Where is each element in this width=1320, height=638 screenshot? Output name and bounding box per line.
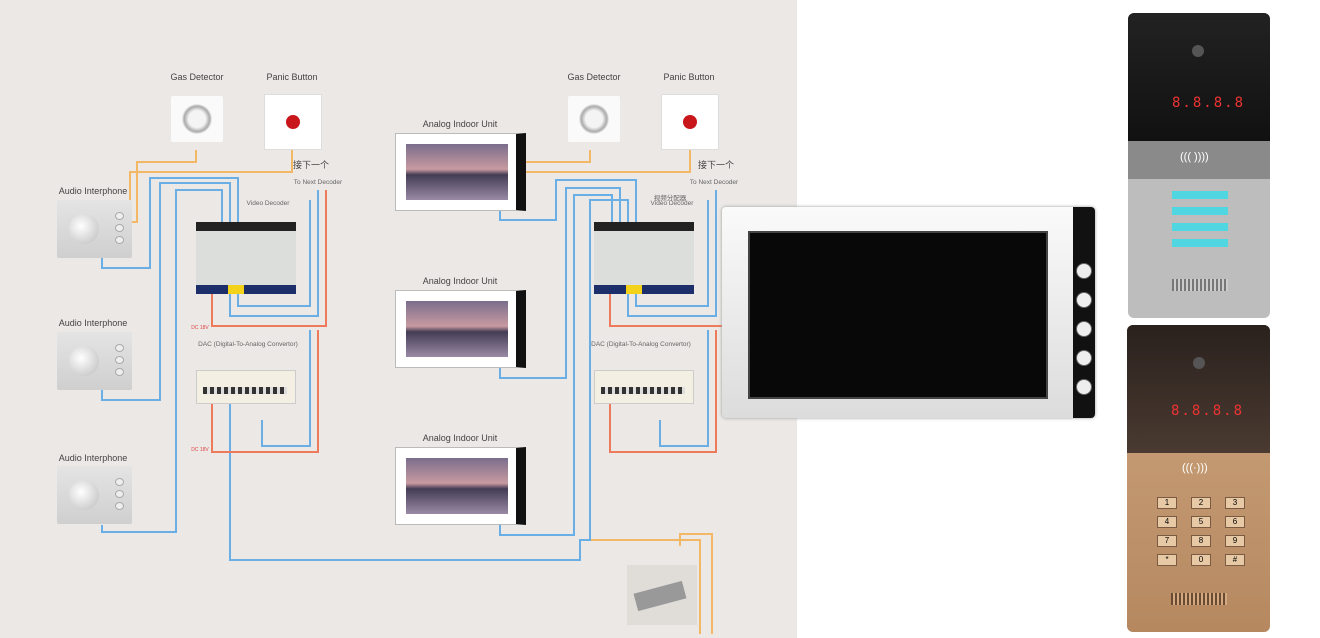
door-station-bronze: 8.8.8.8 (((·))) 1 2 3 4 5 6 7 8 9 * 0 # [1127,325,1270,632]
panic-button-label: Panic Button [663,72,715,82]
keypad-key[interactable]: 7 [1157,535,1177,547]
panic-button [264,94,322,150]
indoor-monitor [722,207,1095,418]
keypad-key[interactable]: 9 [1225,535,1245,547]
video-decoder-label: Video Decoder [246,200,290,207]
audio-interphone [57,332,132,390]
indoor-unit-label: Analog Indoor Unit [422,119,498,129]
keypad[interactable] [1172,191,1228,249]
next-decoder-cn-label: 接下一个 [697,160,735,170]
analog-indoor-unit [395,447,526,525]
audio-interphone-label: Audio Interphone [58,318,128,328]
gas-detector-label: Gas Detector [170,72,224,82]
video-decoder [196,222,296,294]
audio-interphone [57,466,132,524]
door-station-silver: 8.8.8.8 ((( )))) [1128,13,1270,318]
next-decoder-label: To Next Decoder [689,179,739,186]
indoor-unit-label: Analog Indoor Unit [422,433,498,443]
dac-converter [196,370,296,404]
panic-button [661,94,719,150]
panic-button-label: Panic Button [266,72,318,82]
power-supply [627,565,697,625]
rfid-icon: (((·))) [1182,462,1208,474]
dac-label: DAC (Digital-To-Analog Convertor) [198,341,298,348]
keypad-key[interactable]: 3 [1225,497,1245,509]
audio-interphone [57,200,132,258]
keypad-key[interactable]: * [1157,554,1177,566]
video-decoder-label: Video Decoder [650,200,694,207]
monitor-button[interactable] [1076,379,1092,395]
door-display: 8.8.8.8 [1172,95,1246,111]
rfid-icon: ((( )))) [1180,151,1209,163]
monitor-button[interactable] [1076,263,1092,279]
monitor-button[interactable] [1076,350,1092,366]
indoor-unit-label: Analog Indoor Unit [422,276,498,286]
door-display: 8.8.8.8 [1171,403,1245,419]
video-decoder-cn-label: 视频分配器 [653,195,687,202]
gas-detector [171,96,223,142]
power-label: DC 18V [191,325,209,331]
monitor-button[interactable] [1076,292,1092,308]
gas-detector-label: Gas Detector [567,72,621,82]
audio-interphone-label: Audio Interphone [58,186,128,196]
keypad-key[interactable]: 5 [1191,516,1211,528]
next-decoder-label: To Next Decoder [293,179,343,186]
audio-interphone-label: Audio Interphone [58,453,128,463]
keypad-key[interactable]: 0 [1191,554,1211,566]
video-decoder [594,222,694,294]
power-label: DC 18V [191,447,209,453]
wiring [101,145,722,634]
speaker-grille [1172,279,1228,291]
keypad-key[interactable]: # [1225,554,1245,566]
dac-converter [594,370,694,404]
gas-detector [568,96,620,142]
keypad-key[interactable]: 2 [1191,497,1211,509]
monitor-button[interactable] [1076,321,1092,337]
analog-indoor-unit [395,290,526,368]
monitor-screen [748,231,1048,399]
keypad-key[interactable]: 4 [1157,516,1177,528]
keypad-key[interactable]: 8 [1191,535,1211,547]
next-decoder-cn-label: 接下一个 [292,160,330,170]
dac-label: DAC (Digital-To-Analog Convertor) [591,341,691,348]
keypad-key[interactable]: 1 [1157,497,1177,509]
speaker-grille [1171,593,1227,605]
keypad-key[interactable]: 6 [1225,516,1245,528]
analog-indoor-unit [395,133,526,211]
